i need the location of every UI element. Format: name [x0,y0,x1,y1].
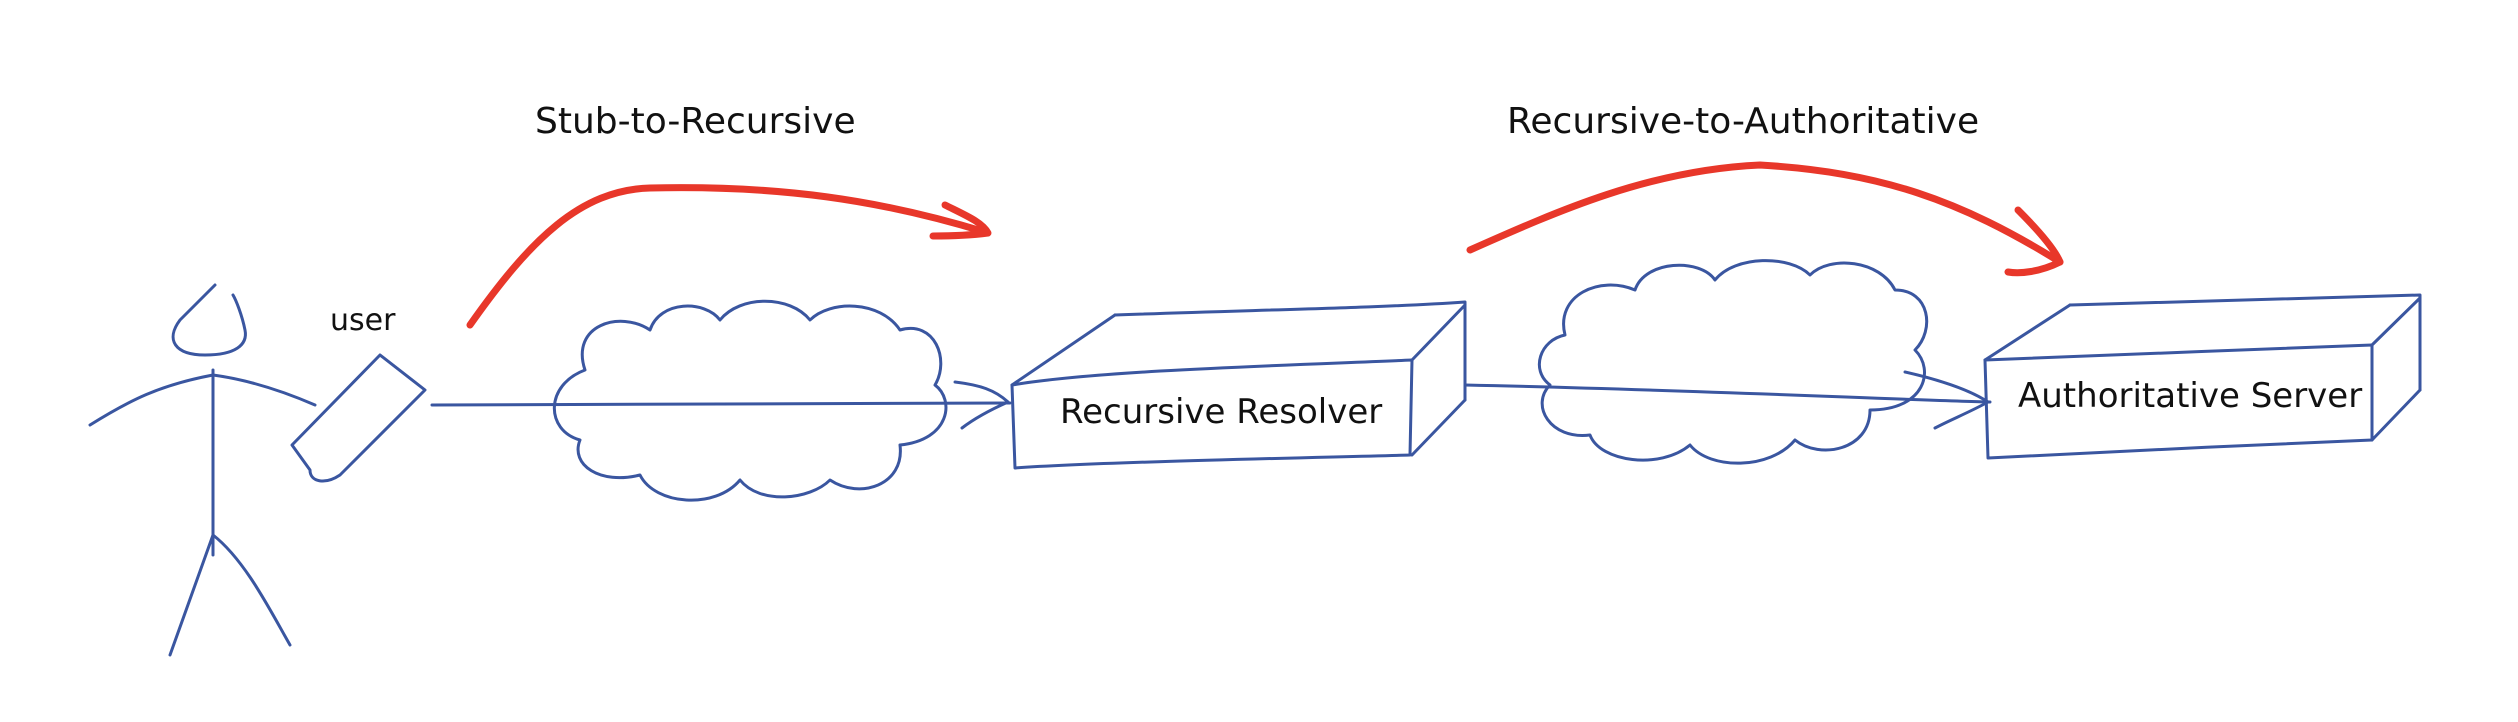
authoritative-server-box-icon [1983,293,2422,460]
user-stick-figure-icon [88,283,317,657]
arrowhead-resolver-icon [953,380,1010,430]
phone-icon [290,353,427,483]
recursive-resolver-server-box-icon [1010,300,1467,470]
recursive-to-authoritative-label: Recursive-to-Authoritative [1507,101,1979,142]
stub-to-recursive-arrow-icon [466,184,992,329]
cloud-icon-2 [1537,259,1929,465]
recursive-to-authoritative-arrow-icon [1466,161,2064,277]
connection-line-stub [430,401,1012,407]
cloud-icon [552,299,948,502]
stub-to-recursive-label: Stub-to-Recursive [535,101,856,142]
recursive-resolver-label: Recursive Resolver [1060,392,1382,432]
connection-line-recursive [1463,383,1992,404]
user-label: user [330,303,396,338]
authoritative-server-label: Authoritative Server [2018,376,2362,416]
arrowhead-authoritative-icon [1903,370,1990,430]
